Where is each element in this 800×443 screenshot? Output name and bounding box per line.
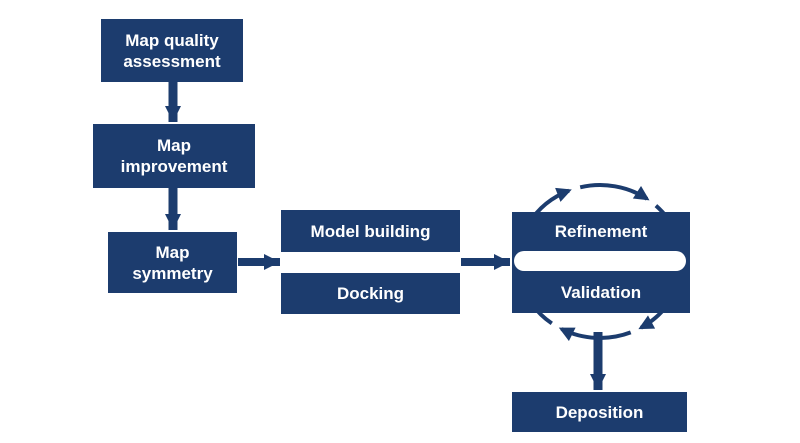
node-label-line: Map bbox=[157, 136, 191, 155]
node-label-line: Map bbox=[155, 242, 190, 262]
node-label-line: symmetry bbox=[132, 263, 213, 283]
connector-bar bbox=[514, 251, 686, 271]
node-docking: Docking bbox=[281, 273, 460, 314]
node-label-line: Docking bbox=[336, 284, 405, 303]
node-label-line: Deposition bbox=[555, 402, 644, 422]
node-model-building: Model building bbox=[281, 210, 460, 252]
node-label-line: Refinement bbox=[554, 222, 648, 241]
node-label-line: Validation bbox=[560, 282, 642, 302]
node-map-quality-assessment: Map quality assessment bbox=[101, 19, 243, 82]
node-map-symmetry: Map symmetry bbox=[108, 232, 237, 293]
node-label-line: improvement bbox=[120, 157, 228, 176]
node-map-improvement: Map improvement bbox=[93, 124, 255, 188]
node-label-line: assessment bbox=[123, 51, 221, 71]
node-label-line: Model building bbox=[310, 221, 431, 241]
node-deposition: Deposition bbox=[512, 392, 687, 432]
refinement-validation-group: Refinement Validation bbox=[512, 212, 690, 313]
cycle-arc-top-right-arrow bbox=[579, 183, 650, 201]
node-refinement: Refinement bbox=[512, 212, 690, 251]
node-validation: Validation bbox=[512, 271, 690, 313]
node-label-line: Map quality bbox=[125, 30, 219, 50]
